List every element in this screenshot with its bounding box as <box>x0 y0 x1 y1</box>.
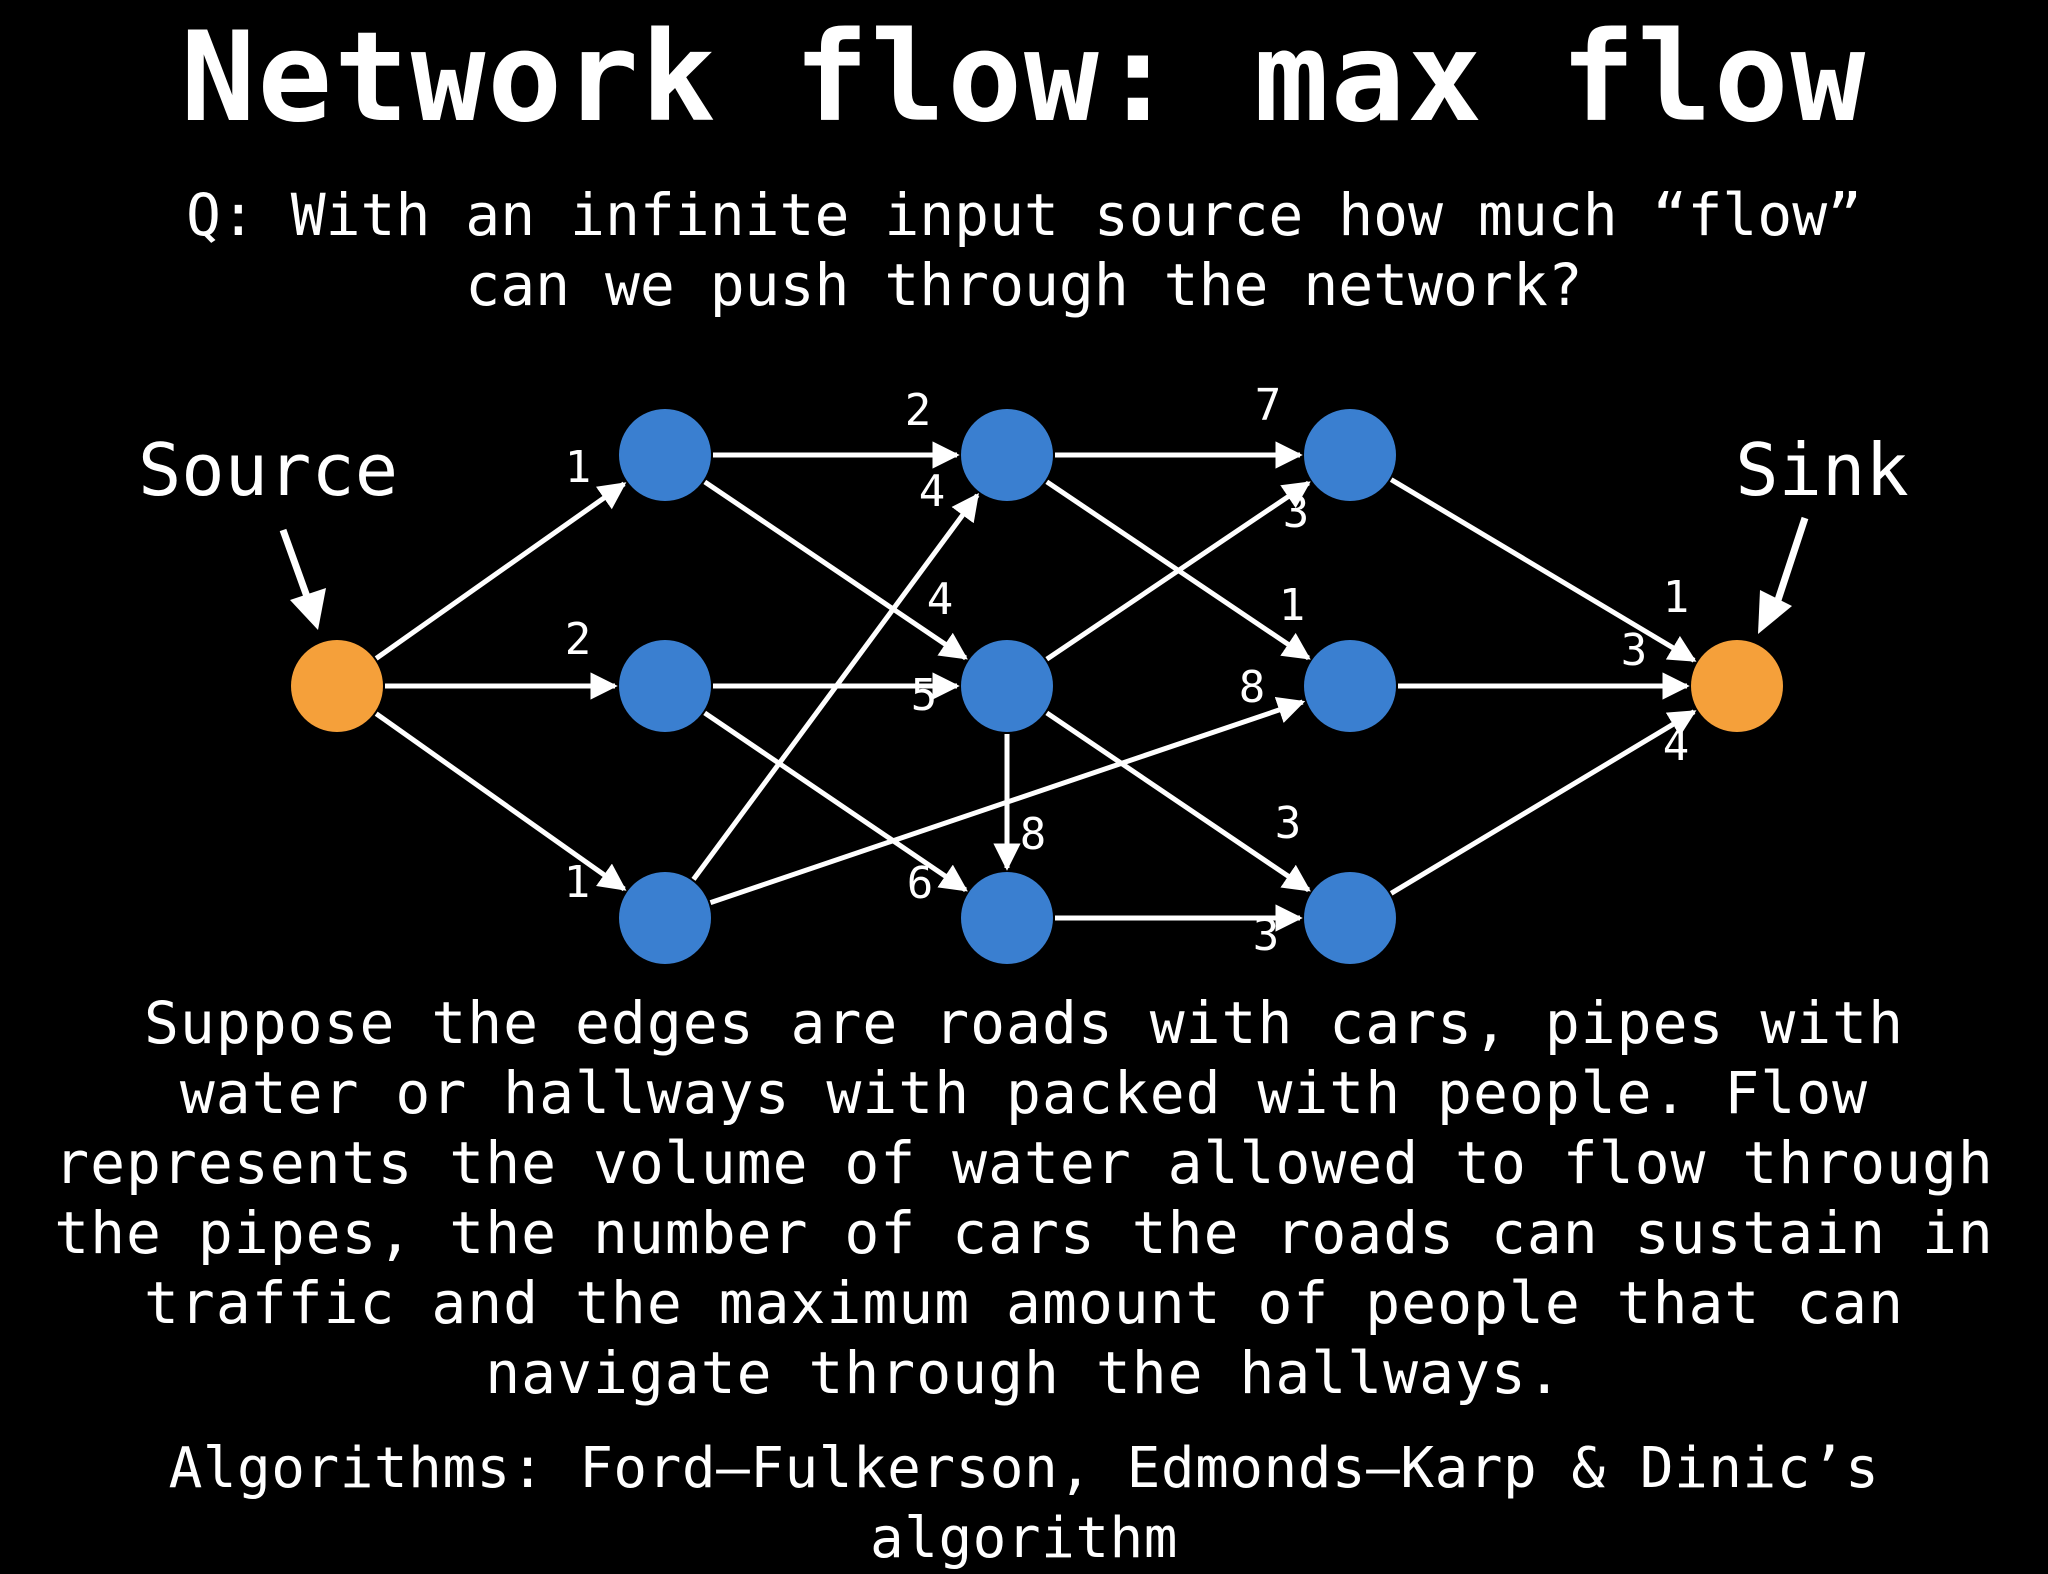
node-b2 <box>961 640 1053 732</box>
edge-s-a3 <box>374 711 627 892</box>
sink-node <box>1691 640 1783 732</box>
capacity-label-s-a2: 2 <box>565 614 592 665</box>
capacity-label-c3-t: 4 <box>1663 720 1690 771</box>
capacity-label-a2-b2: 5 <box>911 670 938 721</box>
sink-label: Sink <box>1735 428 1908 512</box>
edge-b2-c3 <box>1045 710 1311 893</box>
edge-a3-b1 <box>691 492 980 881</box>
capacity-label-b1-c2: 1 <box>1279 580 1306 631</box>
edge-c1-t <box>1389 477 1697 663</box>
source-label: Source <box>138 428 398 512</box>
capacity-label-c2-t: 3 <box>1621 625 1648 676</box>
capacity-label-b2-c3: 3 <box>1275 798 1302 849</box>
algorithms-footer: Algorithms: Ford–Fulkerson, Edmonds–Karp… <box>168 1436 1880 1571</box>
source-node <box>291 640 383 732</box>
edge-s-a1 <box>374 481 627 661</box>
edge-b2-c1 <box>1045 480 1311 662</box>
node-c3 <box>1304 872 1396 964</box>
page-title: Network flow: max flow <box>180 6 1868 150</box>
question-text: Q: With an infinite input source how muc… <box>185 181 1863 319</box>
capacity-label-a2-b3: 6 <box>907 858 934 909</box>
node-a1 <box>619 409 711 501</box>
node-b3 <box>961 872 1053 964</box>
edge-a2-b3 <box>703 710 968 892</box>
edge-a1-b2 <box>703 479 968 661</box>
capacity-label-b2-b3: 8 <box>1020 809 1047 860</box>
capacity-label-b1-c1: 7 <box>1255 380 1282 431</box>
sink-pointer-arrow <box>1758 516 1809 634</box>
capacity-label-a1-b2: 4 <box>927 574 954 625</box>
node-a2 <box>619 640 711 732</box>
node-c1 <box>1304 409 1396 501</box>
node-a3 <box>619 872 711 964</box>
node-b1 <box>961 409 1053 501</box>
capacity-label-a1-b1: 2 <box>905 385 932 436</box>
edge-c3-t <box>1389 709 1697 896</box>
description-text: Suppose the edges are roads with cars, p… <box>54 989 1994 1407</box>
capacity-label-s-a3: 1 <box>564 857 591 908</box>
capacity-label-c1-t: 1 <box>1663 572 1690 623</box>
source-pointer-arrow <box>279 528 326 630</box>
capacity-label-a3-c2: 8 <box>1239 662 1266 713</box>
capacity-label-s-a1: 1 <box>565 442 592 493</box>
capacity-label-b3-c3: 3 <box>1253 910 1280 961</box>
capacity-label-b2-c1: 3 <box>1283 487 1310 538</box>
capacity-label-a3-b1: 4 <box>919 466 946 517</box>
node-c2 <box>1304 640 1396 732</box>
